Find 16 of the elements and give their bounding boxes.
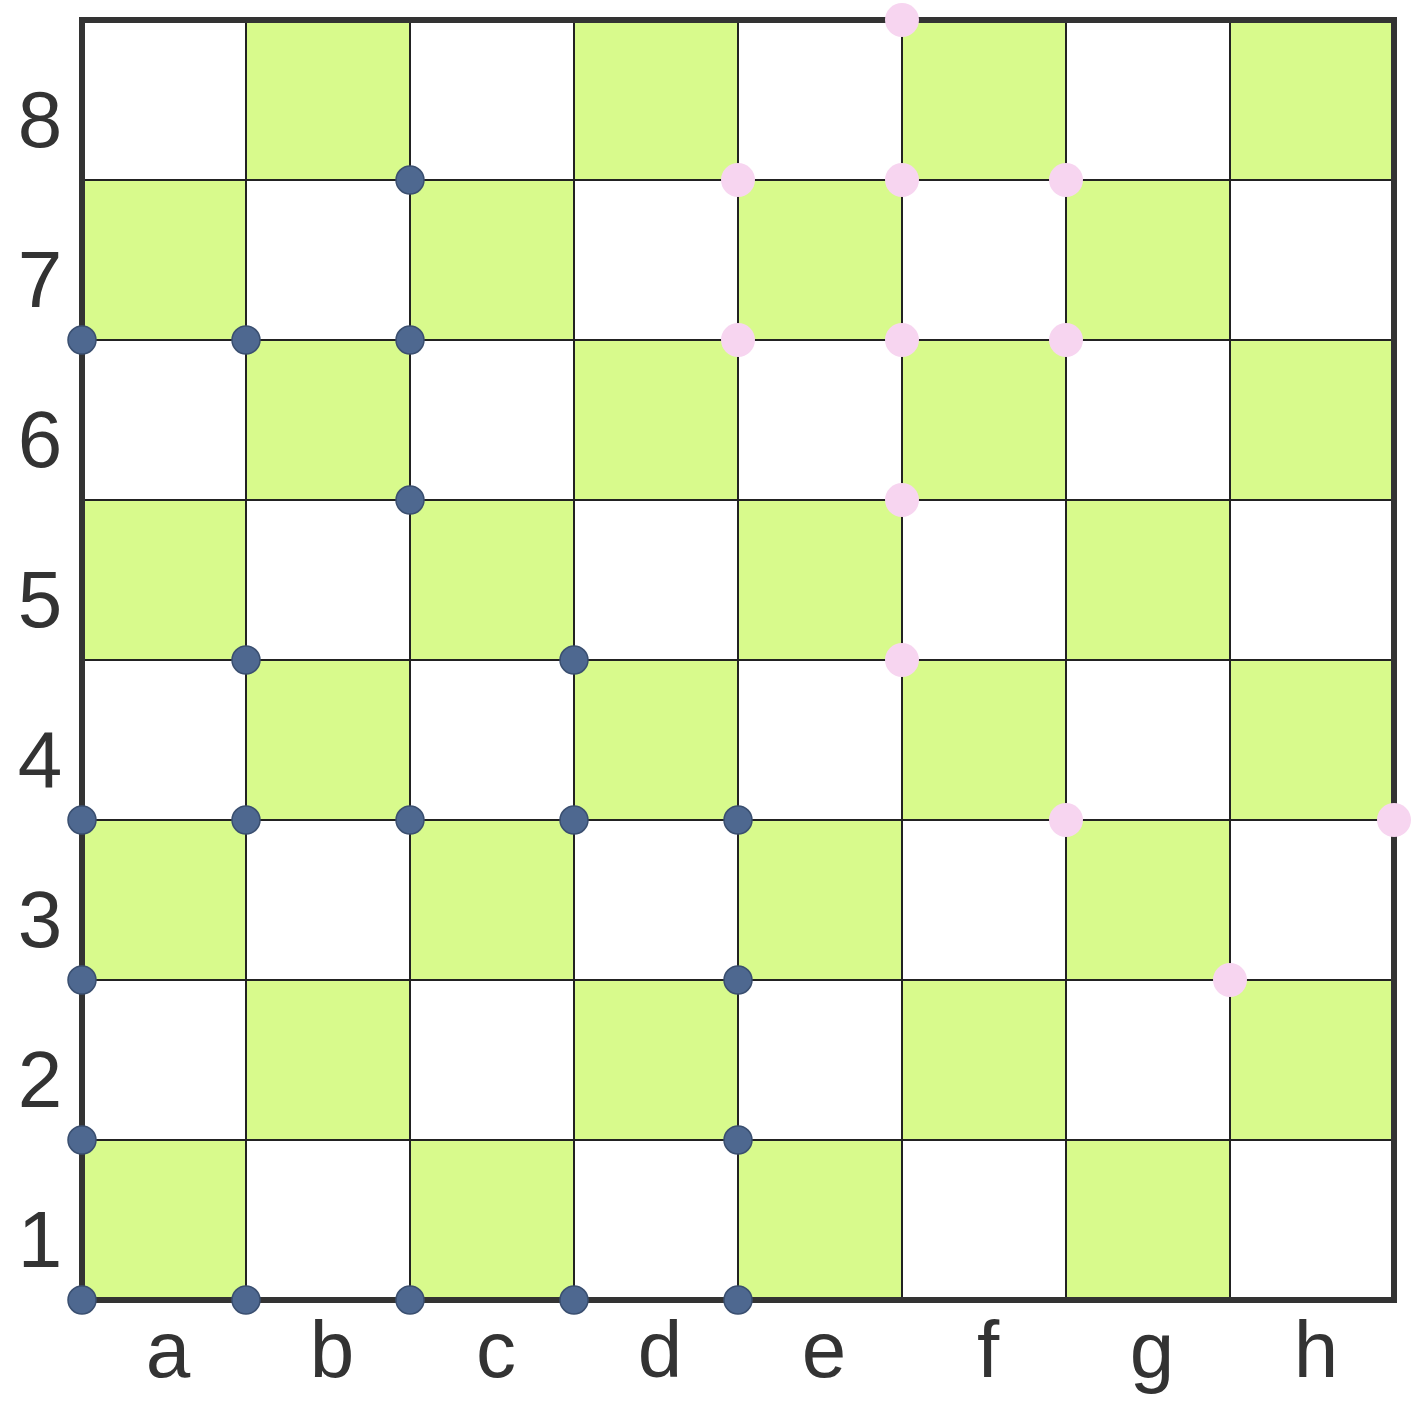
rank-number: 7 (16, 234, 64, 326)
file-letter: a (144, 1304, 192, 1396)
rank-number: 6 (16, 394, 64, 486)
rank-number: 1 (16, 1194, 64, 1286)
rank-number: 3 (16, 874, 64, 966)
file-letter: e (800, 1304, 848, 1396)
rank-number: 5 (16, 554, 64, 646)
rank-number: 2 (16, 1034, 64, 1126)
rank-number: 4 (16, 714, 64, 806)
file-letter: c (475, 1304, 517, 1396)
file-letter: f (975, 1304, 1001, 1396)
file-letter: h (1292, 1304, 1340, 1396)
file-letter: b (308, 1304, 356, 1396)
file-letter: g (1128, 1304, 1176, 1396)
rank-number: 8 (16, 74, 64, 166)
file-letter: d (636, 1304, 684, 1396)
